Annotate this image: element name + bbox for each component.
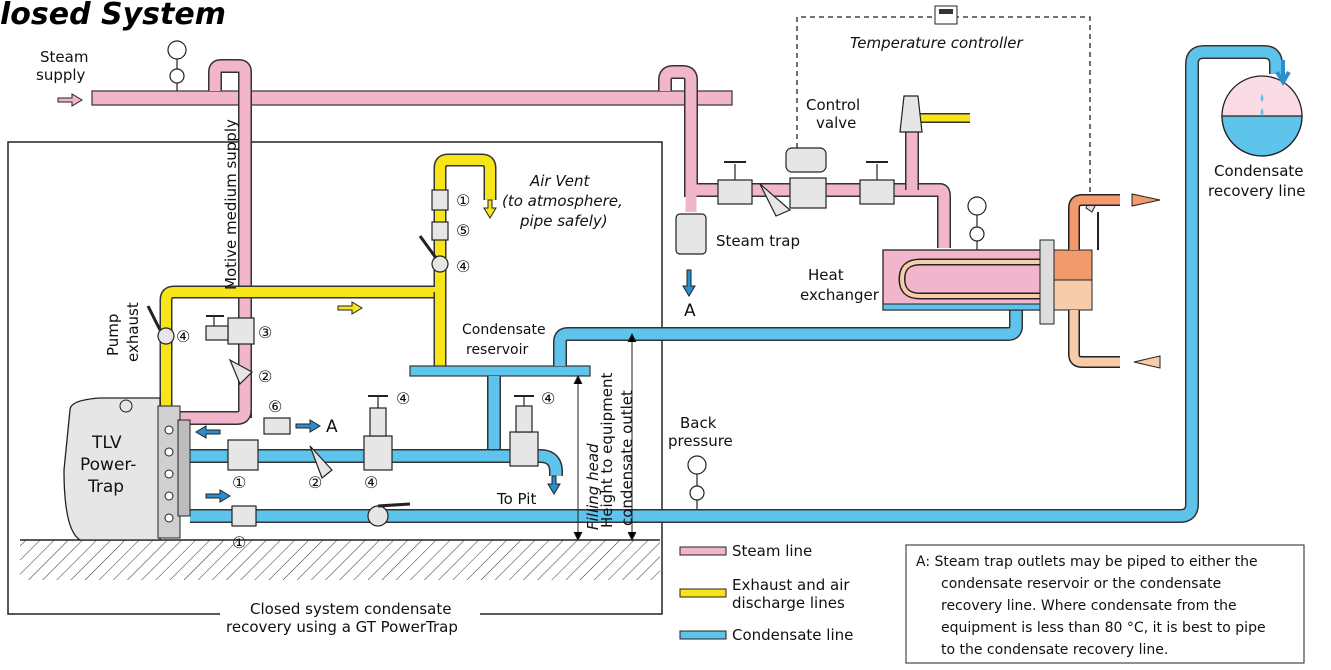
steam-trap-label: Steam trap — [716, 232, 800, 250]
legend-label-condensate: Condensate line — [732, 626, 853, 644]
steam-lines — [91, 59, 951, 425]
flow-arrows — [57, 93, 696, 503]
marker-6-trap: ⑥ — [268, 397, 282, 416]
marker-1-outlet: ① — [232, 533, 246, 552]
legend-swatch-condensate — [679, 630, 727, 640]
note-box: A: Steam trap outlets may be piped to ei… — [905, 544, 1305, 664]
motive-medium-supply-label: Motive medium supply — [222, 119, 240, 290]
temperature-control-loop — [796, 5, 1099, 250]
marker-4-inlet-valve: ④ — [396, 389, 410, 408]
marker-4-pump-exhaust: ④ — [176, 327, 190, 346]
height-to-outlet-line2: condensate outlet — [618, 390, 636, 526]
legend-swatch-steam — [679, 546, 727, 556]
diagram-title: losed System — [0, 0, 226, 32]
condensate-lines — [190, 45, 1283, 523]
legend-swatch-exhaust — [679, 588, 727, 598]
height-to-outlet-line1: Height to equipment — [598, 373, 616, 528]
temperature-controller-label: Temperature controller — [850, 34, 1024, 52]
height-to-outlet-label-group: Height to equipment condensate outlet — [598, 373, 636, 528]
point-a-label-left: A — [326, 417, 338, 437]
dimension-lines — [573, 332, 637, 542]
marker-5-air-vent: ⑤ — [456, 221, 470, 240]
to-pit-label: To Pit — [496, 490, 536, 508]
exhaust-lines — [159, 113, 970, 420]
motive-loop — [209, 60, 251, 418]
marker-3-motive: ③ — [258, 323, 272, 342]
marker-1-inlet: ① — [232, 473, 246, 492]
marker-4-air-vent: ④ — [456, 257, 470, 276]
marker-4-pit-valve: ④ — [541, 389, 555, 408]
filling-head-label: Filling head — [584, 443, 602, 530]
motive-to-pump — [160, 409, 251, 424]
recovery-tank — [1221, 60, 1303, 157]
marker-2-strainer: ② — [308, 473, 322, 492]
pump-body — [63, 397, 191, 541]
marker-4-outlet-valve: ④ — [364, 473, 378, 492]
pump-exhaust-line1: Pump — [104, 314, 122, 356]
heat-exchanger — [882, 193, 1161, 369]
controller-icon — [934, 5, 958, 25]
pump-exhaust-line2: exhaust — [124, 302, 142, 362]
pump-exhaust-label-group: Pump exhaust — [104, 302, 142, 362]
point-a-label-right: A — [684, 301, 696, 321]
ground-hatch — [20, 540, 660, 580]
legend-label-steam: Steam line — [732, 542, 812, 560]
caption-bg — [220, 596, 480, 636]
valves — [146, 40, 987, 527]
air-vent-label: Air Vent(to atmosphere,pipe safely) — [502, 172, 623, 230]
steam-branch — [659, 66, 950, 248]
marker-2-motive: ② — [258, 367, 272, 386]
marker-1-air-vent: ① — [456, 191, 470, 210]
number-markers: ① ⑤ ④ ④ ③ ② ⑥ ④ ④ ① ② ④ ① — [176, 191, 555, 552]
note-text: A: Steam trap outlets may be piped to ei… — [916, 554, 1270, 658]
steam-header — [91, 90, 733, 106]
